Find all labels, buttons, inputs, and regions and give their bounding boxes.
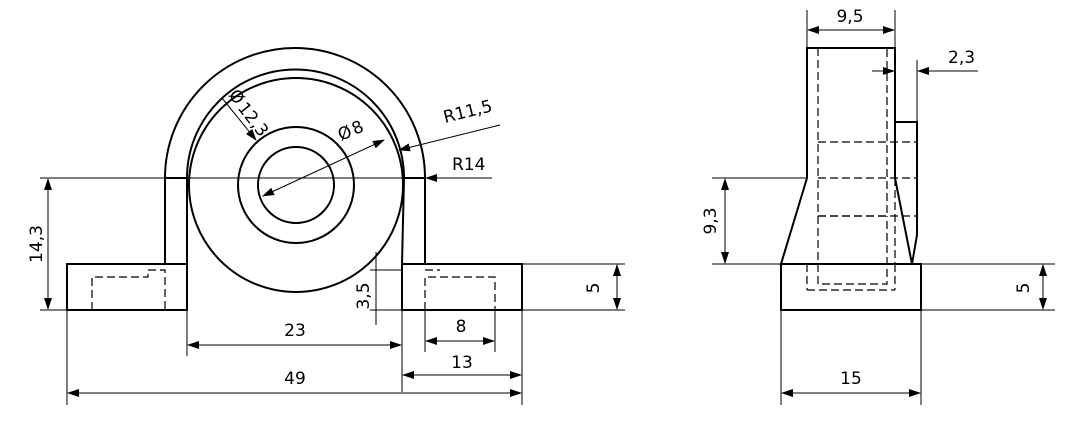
front-dim-foot-w: 13 <box>451 353 473 373</box>
side-taper-right <box>894 177 913 265</box>
front-dim-height: 14,3 <box>27 225 47 263</box>
side-dim-step: 2,3 <box>948 48 975 68</box>
front-dim-r-inner: R11,5 <box>441 96 494 127</box>
side-taper <box>779 177 922 311</box>
front-dim-pocket: 3,5 <box>354 282 374 309</box>
front-leader-d123 <box>221 97 257 141</box>
side-dim-base-h: 5 <box>1014 283 1034 294</box>
side-dim-top-w: 9,5 <box>836 7 863 27</box>
side-view: 9,5 2,3 9,3 5 15 <box>701 7 1055 405</box>
front-leader-r115 <box>398 124 501 152</box>
front-leader-d8 <box>262 139 385 197</box>
front-hidden-pocket-right <box>424 269 496 310</box>
front-view: 14,3 5 3,5 23 8 13 49 R14 R11, <box>27 47 625 405</box>
front-dim-base-h: 5 <box>584 283 604 294</box>
front-bore-outer <box>237 126 355 244</box>
front-bore-inner <box>257 146 335 224</box>
front-dim-center-w: 23 <box>284 321 306 341</box>
side-dim-total-w: 15 <box>840 369 862 389</box>
front-outline <box>66 47 523 311</box>
side-hidden-pocket <box>806 216 896 291</box>
front-dim-slot-w: 8 <box>456 317 467 337</box>
side-hidden-bore-outer <box>817 48 888 217</box>
side-dim-taper-h: 9,3 <box>701 207 721 234</box>
side-hidden-bore-mid <box>818 141 917 217</box>
side-upper-block <box>806 47 896 178</box>
front-inner-circle <box>188 77 404 293</box>
front-hidden-pocket-left <box>91 269 166 310</box>
front-dim-r-outer: R14 <box>452 155 485 175</box>
front-dim-total-w: 49 <box>284 369 306 389</box>
